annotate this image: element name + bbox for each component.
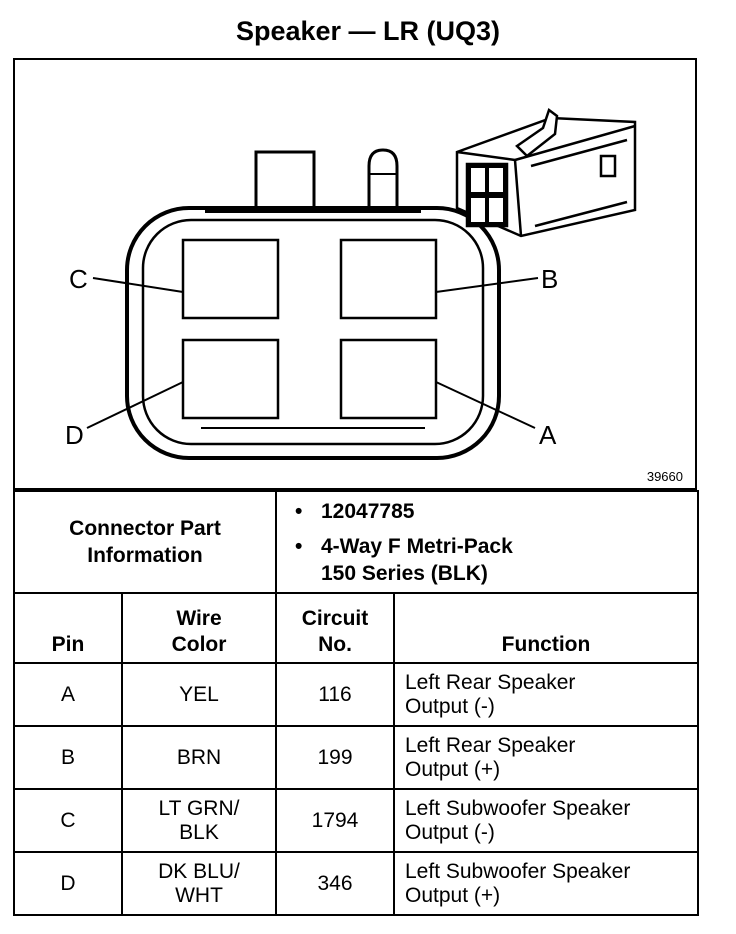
cavity-b: [339, 238, 438, 320]
cavity-a: [339, 338, 438, 420]
leader-b: [435, 277, 539, 293]
pin-label-c: C: [69, 264, 88, 294]
part-number-value: 12047785: [321, 499, 415, 523]
cell-pin: C: [13, 788, 123, 853]
leader-d: [86, 381, 184, 429]
connector-series: 150 Series (BLK): [321, 561, 488, 585]
cell-pin: A: [13, 662, 123, 727]
pin-label-b: B: [541, 264, 558, 294]
header-wire-color: Wire Color: [121, 592, 277, 664]
cell-wire-color: BRN: [121, 725, 277, 790]
latch-tab: [254, 150, 316, 210]
table-row: C LT GRN/BLK 1794 Left Subwoofer Speaker…: [13, 788, 699, 853]
cell-circuit: 199: [275, 725, 395, 790]
table-header-row: Pin Wire Color Circuit No. Function: [13, 592, 699, 664]
header-function: Function: [393, 592, 699, 664]
header-wire-color-line2: Color: [171, 633, 227, 656]
connector-info-list: • 12047785 • 4-Way F Metri-Pack 150 Series…: [275, 490, 699, 594]
header-circuit: Circuit No.: [275, 592, 395, 664]
connector-info-row: Connector Part Information • 12047785 • 4-…: [13, 490, 699, 594]
connector-isometric-view: [455, 107, 637, 238]
connector-info-label-line1: Connector Part: [69, 517, 221, 540]
cell-circuit: 1794: [275, 788, 395, 853]
leader-c: [92, 277, 184, 293]
header-circuit-line1: Circuit: [301, 607, 369, 630]
bullet-icon: •: [295, 534, 303, 558]
connector-inner-wall: [141, 218, 485, 446]
leader-a: [435, 381, 536, 429]
part-number: • 12047785: [295, 498, 697, 525]
header-pin: Pin: [13, 592, 123, 664]
connector-diagram: C B D A 39660: [13, 58, 697, 490]
cell-wire-color: LT GRN/BLK: [121, 788, 277, 853]
cell-pin: D: [13, 851, 123, 916]
bullet-icon: •: [295, 499, 303, 523]
connector-type-value: 4-Way F Metri-Pack: [321, 534, 513, 558]
cell-wire-color: YEL: [121, 662, 277, 727]
cell-circuit: 116: [275, 662, 395, 727]
pin-label-d: D: [65, 420, 84, 450]
key-post: [367, 148, 399, 225]
pin-label-a: A: [539, 420, 557, 450]
cavity-d: [181, 338, 280, 420]
header-circuit-line2: No.: [318, 633, 352, 656]
connector-info-label-line2: Information: [87, 544, 203, 567]
cell-circuit: 346: [275, 851, 395, 916]
pinout-table-wrapper: Connector Part Information • 12047785 • 4-…: [13, 490, 699, 916]
cell-pin: B: [13, 725, 123, 790]
connector-type: • 4-Way F Metri-Pack: [295, 533, 697, 560]
page-title: Speaker — LR (UQ3): [235, 16, 501, 46]
pinout-table: Connector Part Information • 12047785 • 4-…: [13, 490, 699, 916]
connector-info-label: Connector Part Information: [13, 490, 277, 594]
connector-face-drawing: C B D A 39660: [65, 107, 683, 484]
cell-wire-color: DK BLU/WHT: [121, 851, 277, 916]
cavity-c: [181, 238, 280, 320]
header-wire-color-line1: Wire: [176, 607, 222, 630]
figure-id: 39660: [647, 469, 683, 484]
